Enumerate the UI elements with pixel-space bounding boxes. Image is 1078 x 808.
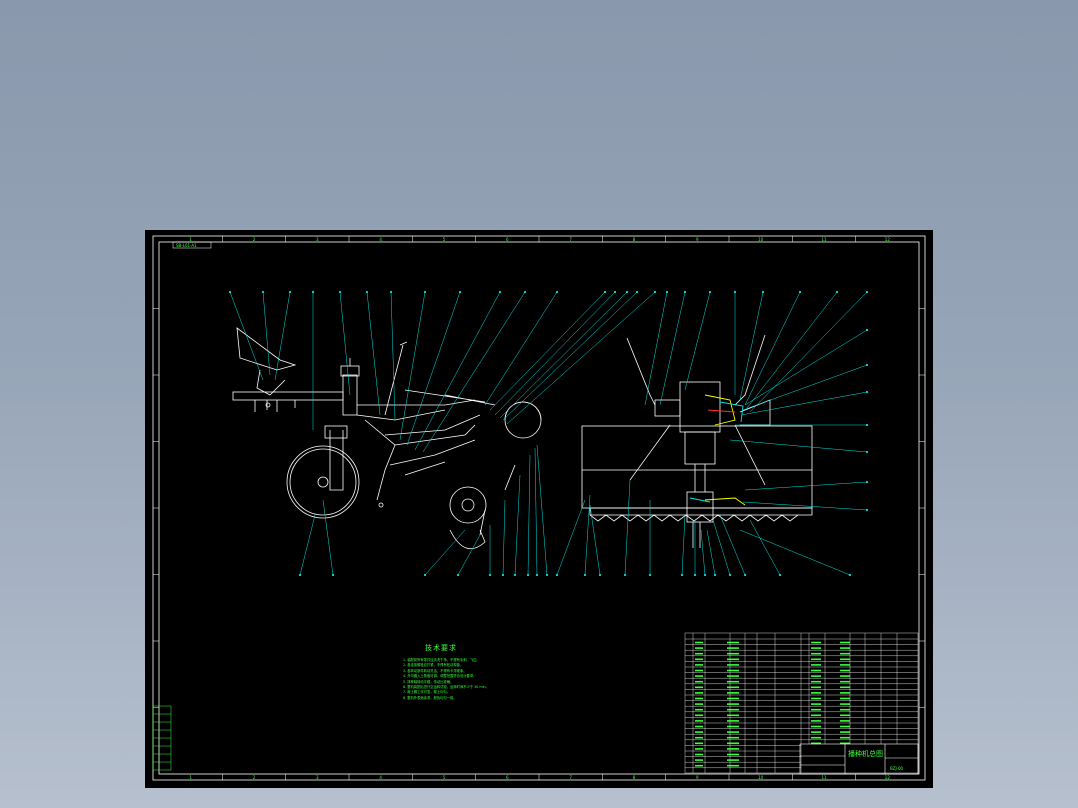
zone-label: 5 <box>443 237 446 242</box>
zone-label: 10 <box>758 775 764 780</box>
zone-label: 1 <box>189 775 192 780</box>
zone-label: 2 <box>253 775 256 780</box>
zone-label: 1 <box>189 237 192 242</box>
zone-label: 3 <box>316 775 319 780</box>
tech-requirement-line: 4. 开沟器入土角度可调，调整范围符合设计要求。 <box>403 674 477 679</box>
tech-requirement-line: 2. 各连接螺栓应拧紧，不得有松动现象。 <box>403 663 464 668</box>
tech-requirement-line: 7. 覆土器工作可靠，覆土均匀。 <box>403 690 451 695</box>
zone-label: 8 <box>633 775 636 780</box>
zone-label: 6 <box>506 237 509 242</box>
zone-label: 6 <box>506 775 509 780</box>
zone-ticks <box>153 236 925 780</box>
side-view-machine <box>232 327 542 550</box>
zone-label: 12 <box>885 775 891 780</box>
tech-requirement-line: 1. 装配前所有零件应清洗干净，不得有毛刺、飞边。 <box>403 658 480 662</box>
tech-requirements: 1. 装配前所有零件应清洗干净，不得有毛刺、飞边。 2. 各连接螺栓应拧紧，不得… <box>403 658 521 701</box>
top-left-tag: SB-L01-A1 <box>176 243 197 248</box>
leader-numbers <box>228 290 869 577</box>
title-block-title: 播种机总图 <box>848 749 883 758</box>
tech-requirement-line: 3. 各转动部件转动灵活，不得有卡滞现象。 <box>403 668 467 673</box>
leader-lines <box>229 291 868 576</box>
tech-requirement-line: 6. 整机装配后进行空运转试验，运转时间不少于 30 min。 <box>403 685 489 690</box>
parts-list-table <box>684 632 919 774</box>
zone-label: 11 <box>821 775 827 780</box>
zone-label: 8 <box>633 237 636 242</box>
revision-stamp <box>152 705 172 771</box>
tech-requirement-line: 8. 整机外表面涂漆，颜色均匀一致。 <box>403 695 457 700</box>
front-view-colored-parts <box>689 394 746 506</box>
zone-label: 4 <box>379 775 382 780</box>
zone-label: 7 <box>569 237 572 242</box>
zone-label: 11 <box>821 237 827 242</box>
zone-label: 2 <box>253 237 256 242</box>
tech-requirements-title: 技术要求 <box>425 644 457 652</box>
zone-label: 12 <box>885 237 891 242</box>
zone-label: 5 <box>443 775 446 780</box>
zone-label: 4 <box>379 237 382 242</box>
front-view-machine <box>581 334 813 548</box>
zone-label: 10 <box>758 237 764 242</box>
title-block <box>799 743 919 775</box>
zone-label: 9 <box>696 775 699 780</box>
tech-requirement-line: 5. 排种轴转动平稳，传动比准确。 <box>403 679 454 684</box>
zone-label: 7 <box>569 775 572 780</box>
zone-label: 3 <box>316 237 319 242</box>
zone-label: 9 <box>696 237 699 242</box>
title-block-drawing-no: BZJ-00 <box>890 766 904 771</box>
